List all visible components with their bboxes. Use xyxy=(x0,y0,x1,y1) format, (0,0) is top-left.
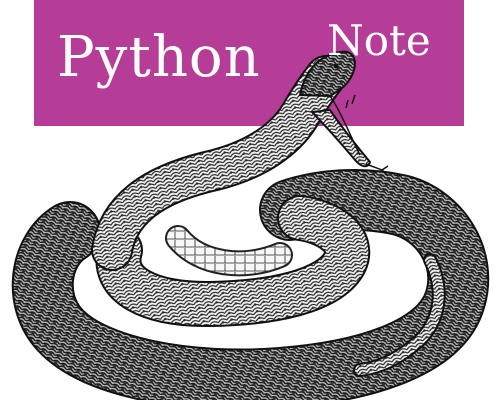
cover-title-word-note: Note xyxy=(327,16,431,65)
snake-body-inner-coil xyxy=(95,195,371,328)
title-banner xyxy=(34,0,464,126)
snake-head xyxy=(298,50,389,177)
snake-tail xyxy=(353,253,446,377)
cover-title-word-python: Python xyxy=(57,25,261,90)
snake-neck xyxy=(91,55,347,271)
